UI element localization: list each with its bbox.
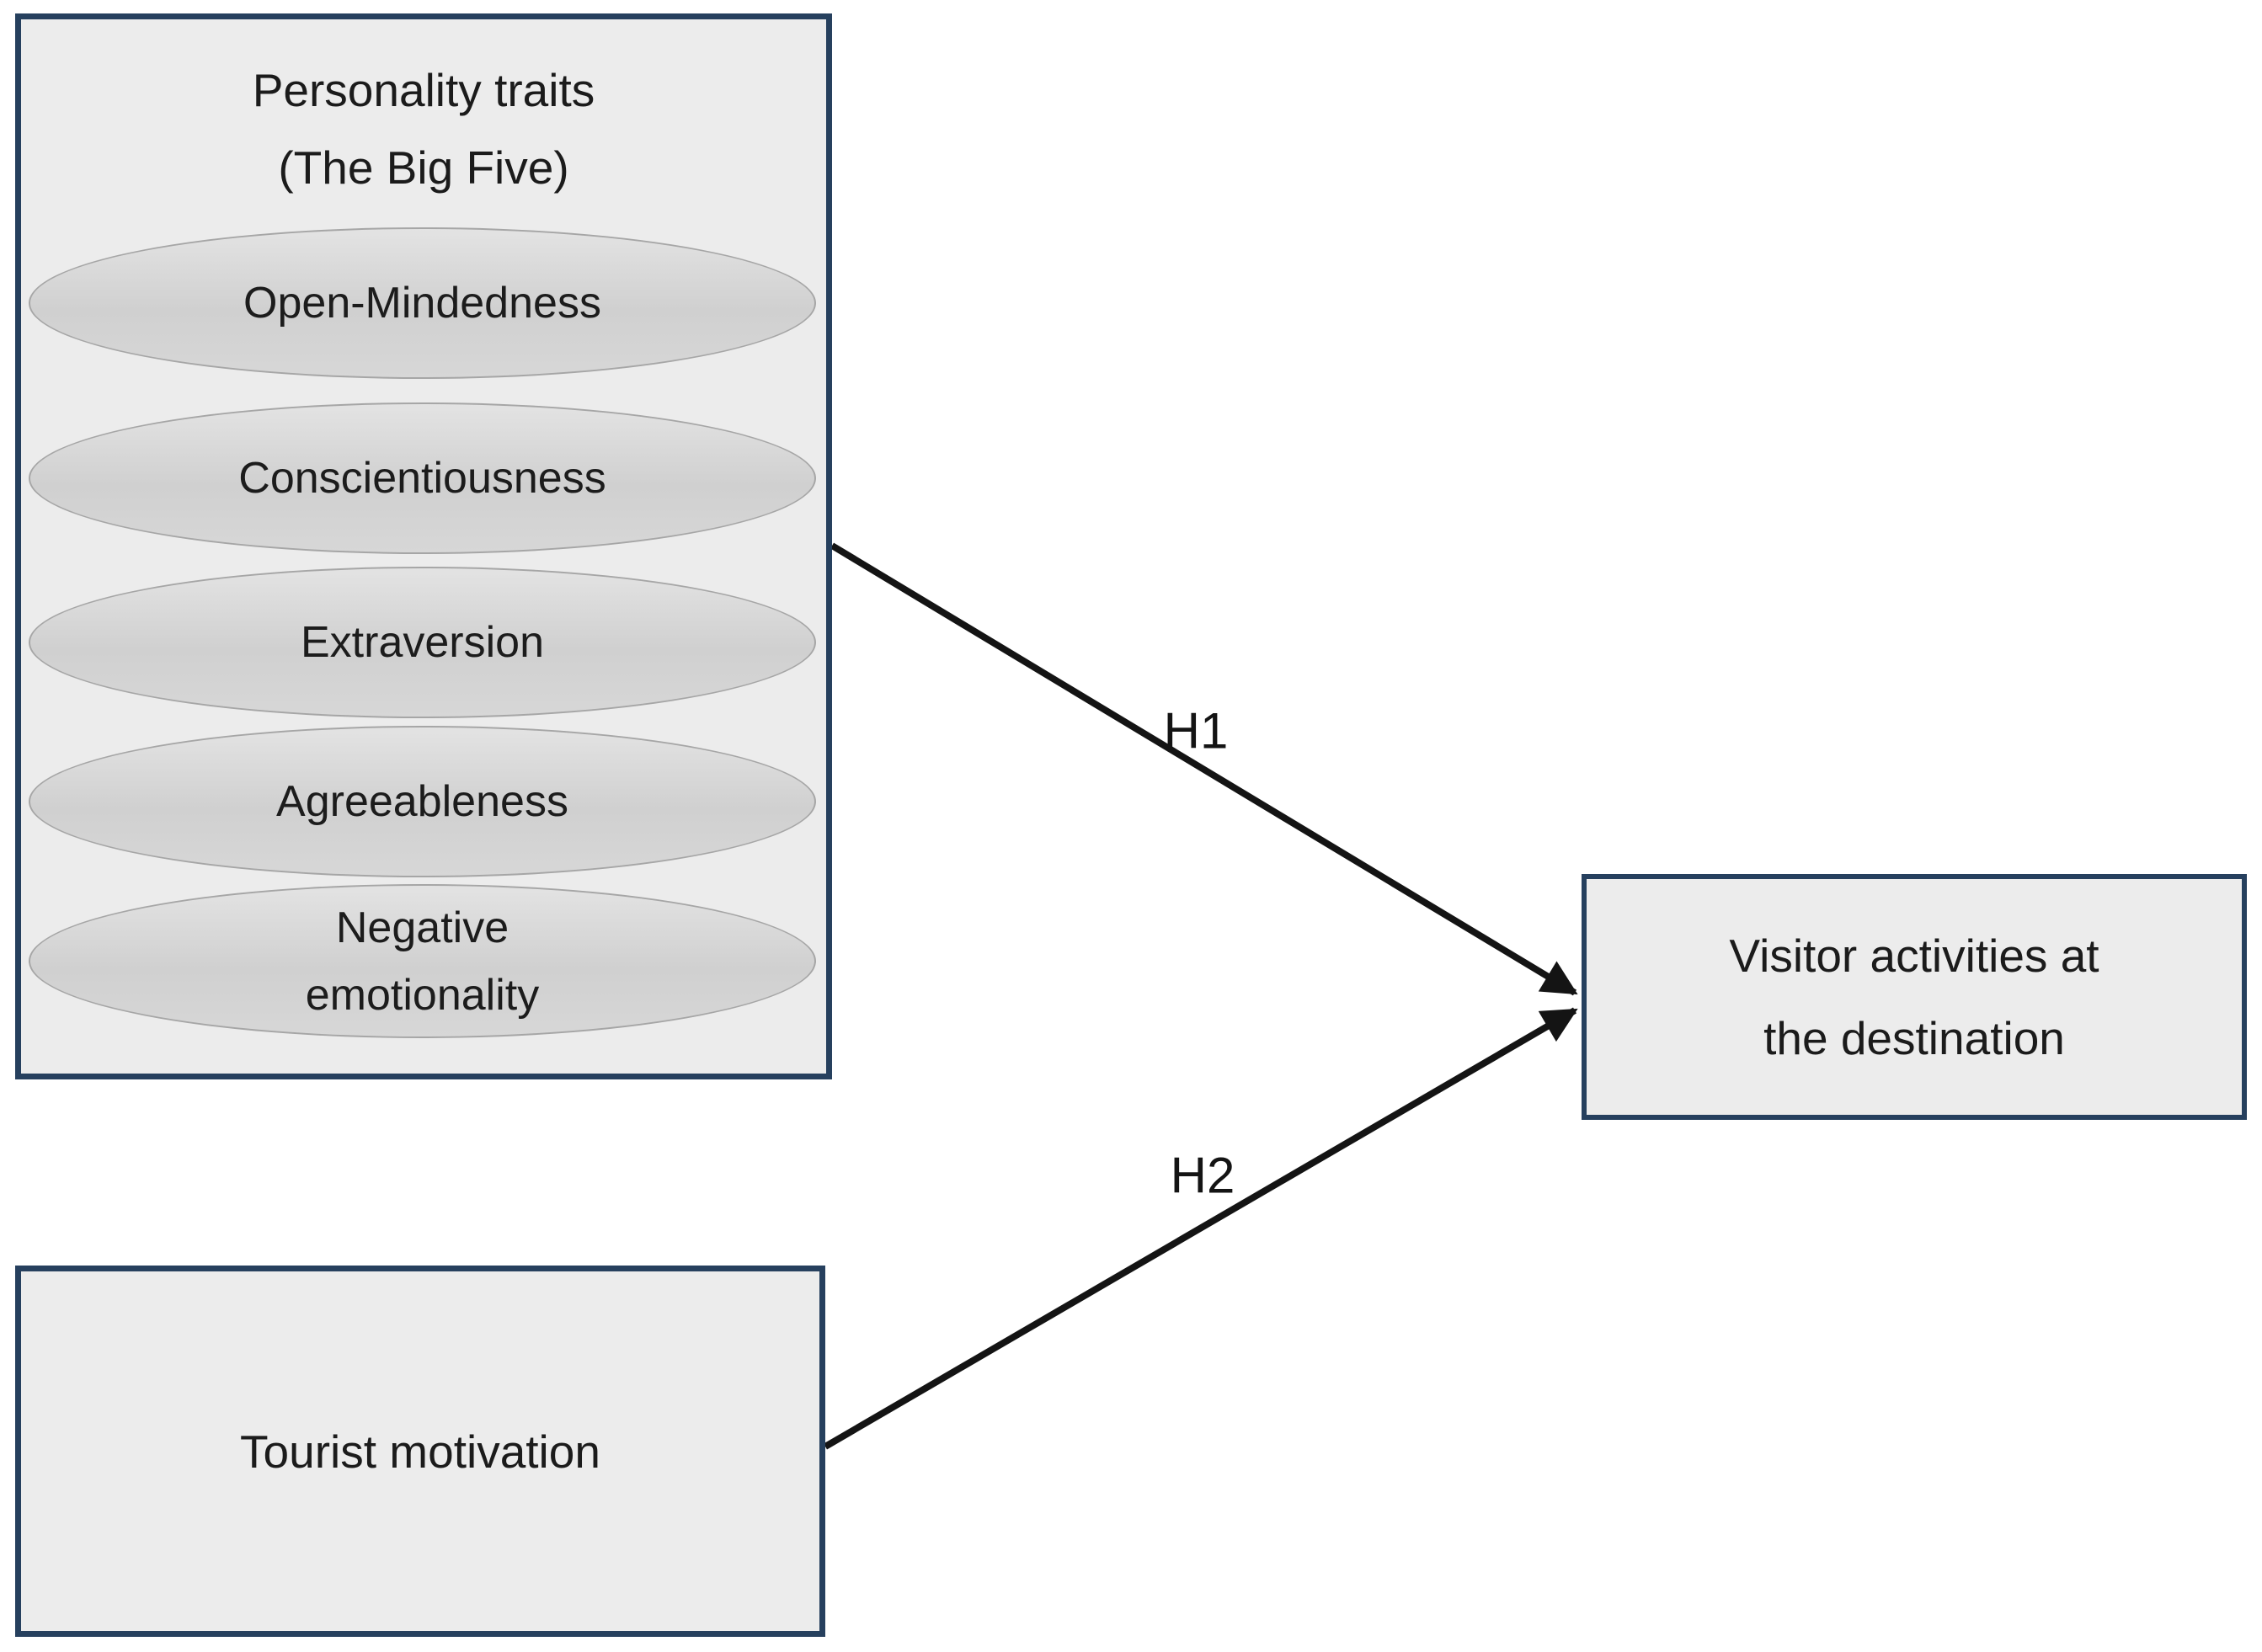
personality-title-line1: Personality traits bbox=[252, 64, 595, 116]
visitor-activities-line2: the destination bbox=[1763, 1012, 2065, 1064]
trait-label: Conscientiousness bbox=[238, 454, 606, 503]
trait-label: Agreeableness bbox=[276, 777, 568, 826]
hypothesis-label-h2: H2 bbox=[1170, 1147, 1235, 1204]
tourist-motivation-box: Tourist motivation bbox=[15, 1266, 825, 1637]
visitor-activities-box: Visitor activities at the destination bbox=[1582, 874, 2247, 1120]
trait-ellipse-extraversion: Extraversion bbox=[29, 567, 816, 718]
h1-arrow bbox=[830, 542, 1578, 996]
tourist-motivation-label: Tourist motivation bbox=[240, 1425, 600, 1478]
trait-label: Open-Mindedness bbox=[243, 279, 601, 328]
personality-traits-box: Personality traits (The Big Five) Open-M… bbox=[15, 13, 832, 1079]
personality-title-line2: (The Big Five) bbox=[278, 141, 569, 194]
trait-ellipse-negative-emotionality: Negative emotionality bbox=[29, 884, 816, 1038]
personality-box-title: Personality traits (The Big Five) bbox=[21, 51, 826, 206]
h2-arrow bbox=[823, 1007, 1578, 1450]
trait-label: Negative emotionality bbox=[305, 903, 540, 1020]
trait-label: Extraversion bbox=[301, 618, 544, 667]
hypothesis-label-h1: H1 bbox=[1163, 702, 1229, 759]
trait-ellipse-agreeableness: Agreeableness bbox=[29, 726, 816, 877]
trait-ellipse-conscientiousness: Conscientiousness bbox=[29, 402, 816, 554]
trait-ellipse-open-mindedness: Open-Mindedness bbox=[29, 227, 816, 379]
visitor-activities-line1: Visitor activities at bbox=[1729, 930, 2099, 982]
